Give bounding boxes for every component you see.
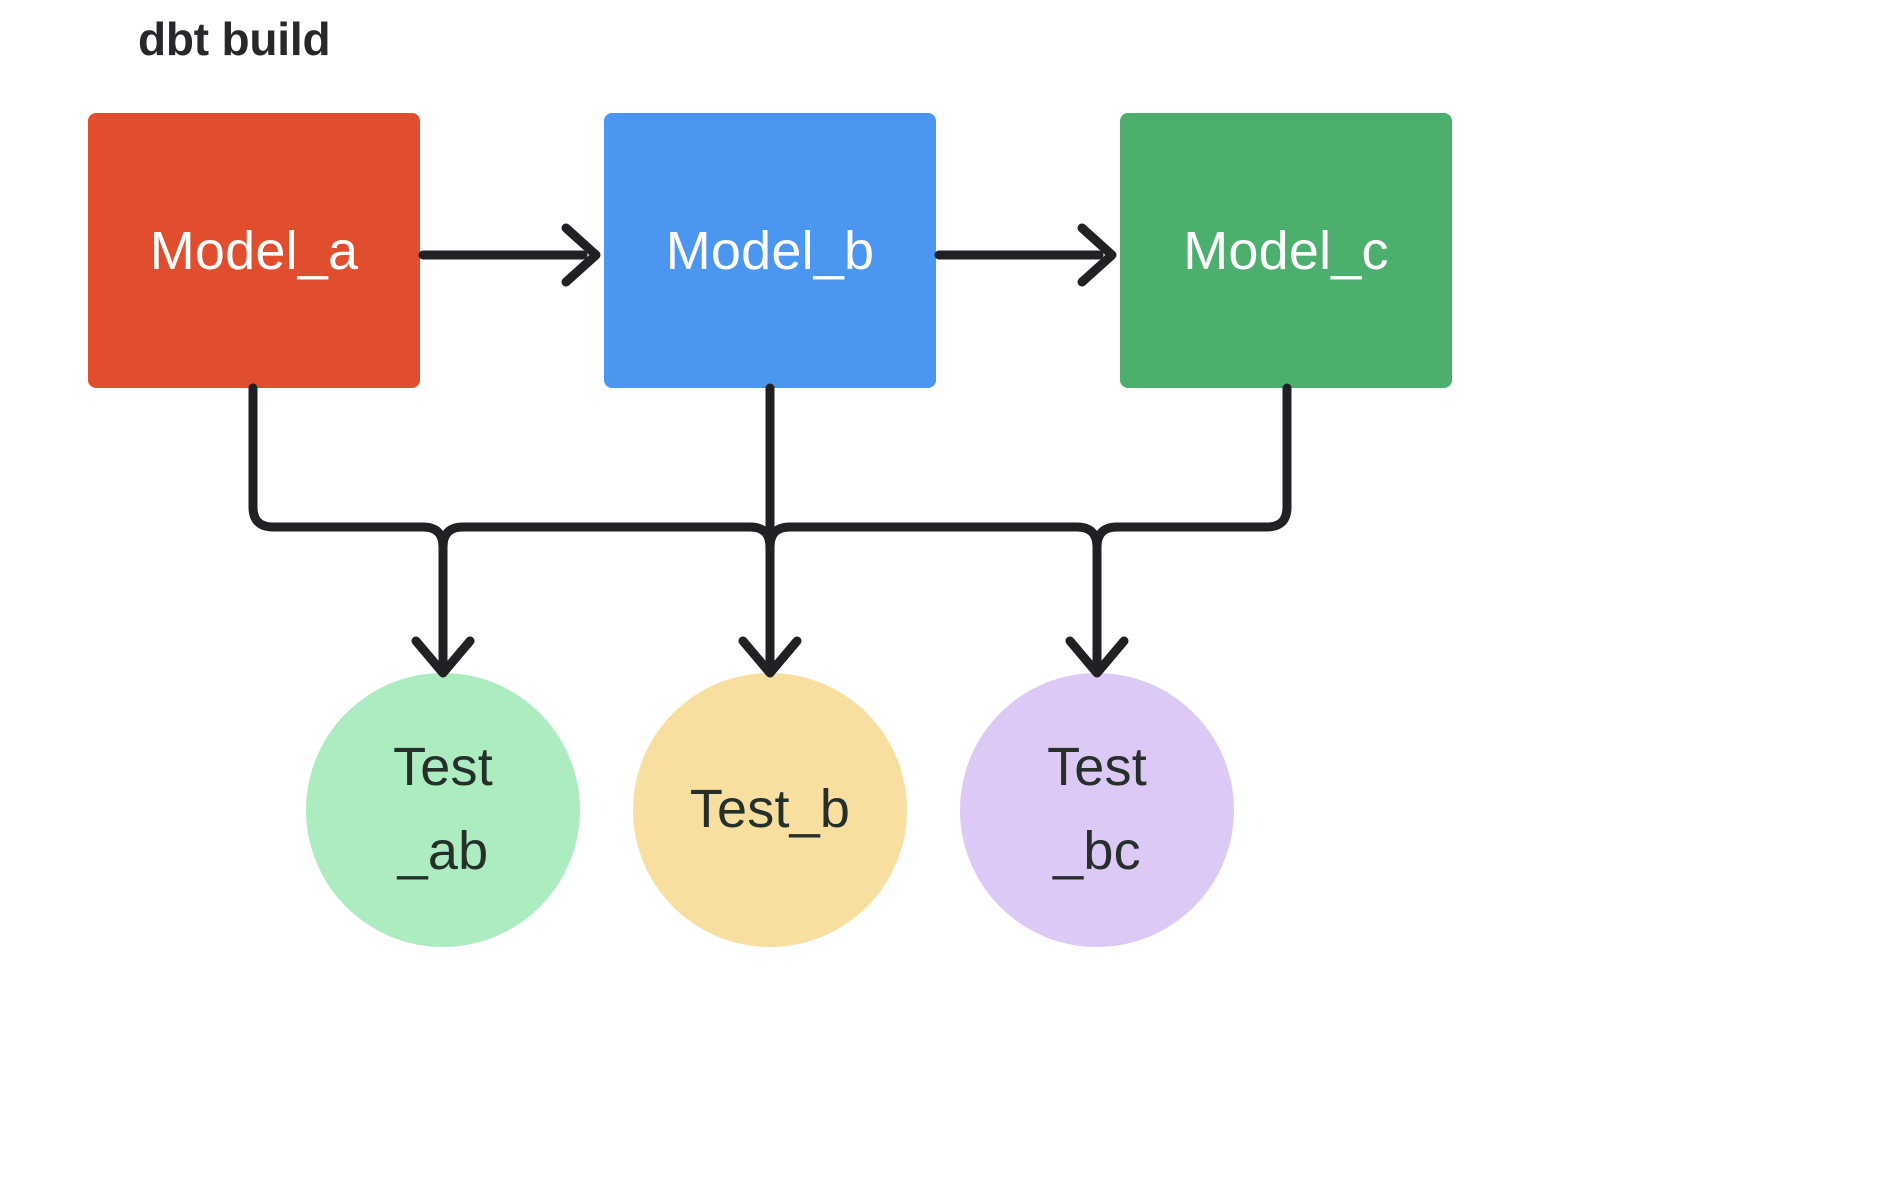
edge-to-test-ab-arrowhead [411, 636, 475, 678]
edge-to-test-bc-arrowhead [1065, 636, 1129, 678]
model-b-box[interactable] [604, 113, 936, 388]
edge-to-test-b-arrowhead [738, 636, 802, 678]
model-a-box[interactable] [88, 113, 420, 388]
test-b-circle[interactable] [633, 673, 907, 947]
test-bc-circle[interactable] [960, 673, 1234, 947]
test-ab-circle[interactable] [306, 673, 580, 947]
edge-model-b-to-model-c-arrowhead [1077, 223, 1117, 287]
edge-model-a-to-model-b-arrowhead [561, 223, 601, 287]
edge-model-c-drop [1112, 383, 1292, 532]
page-title: dbt build [138, 13, 331, 65]
model-c-box[interactable] [1120, 113, 1452, 388]
edge-model-a-drop [248, 383, 428, 532]
